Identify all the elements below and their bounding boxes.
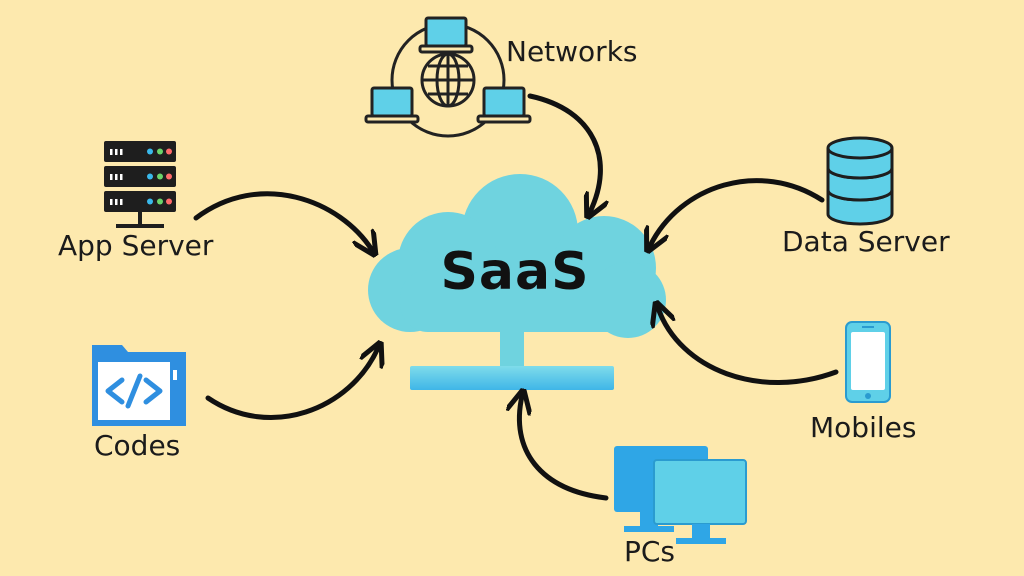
smartphone-icon [845,321,891,403]
arrow-networks-to-saas [527,93,600,212]
desktop-monitors-icon [614,446,747,544]
code-window-icon [92,345,186,426]
arrow-data-server-to-saas [650,178,825,246]
saas-cloud-icon [368,174,666,390]
codes-label: Codes [94,429,181,462]
arrow-mobiles-to-saas [658,308,839,386]
networks-label: Networks [506,35,638,68]
saas-title: SaaS [440,242,590,302]
arrow-pcs-to-saas [519,396,609,501]
database-icon [826,136,894,226]
arrow-app-server-to-saas [193,191,372,250]
data-server-label: Data Server [782,225,950,258]
network-globe-icon [364,16,532,138]
pcs-label: PCs [624,535,676,568]
app-server-label: App Server [58,229,214,262]
server-rack-icon [104,141,176,228]
arrow-codes-to-saas [205,348,378,420]
mobiles-label: Mobiles [810,411,917,444]
